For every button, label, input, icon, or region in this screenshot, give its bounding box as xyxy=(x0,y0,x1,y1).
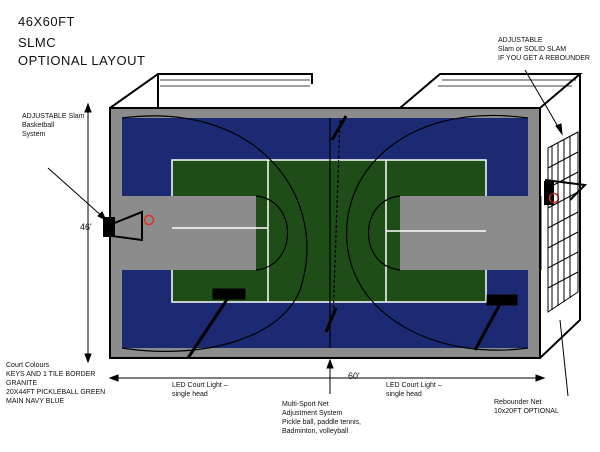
label-adjustable-left-line: ADJUSTABLE Slam xyxy=(22,113,85,120)
net-line xyxy=(324,115,348,333)
label-net-system-line: Adjustment System xyxy=(282,410,343,417)
label-adjustable-left-line: System xyxy=(22,131,46,138)
label-adjustable-right: ADJUSTABLE Slam or SOLID SLAM IF YOU GET… xyxy=(498,36,598,63)
label-adjustable-right-line: ADJUSTABLE xyxy=(498,37,543,44)
label-net-system-line: Multi-Sport Net xyxy=(282,401,329,408)
label-court-colours-line: Court Colours xyxy=(6,362,50,369)
pickleball-lines xyxy=(172,160,486,302)
basketball-lines xyxy=(121,114,529,352)
label-court-colours: Court Colours KEYS AND 1 TILE BORDER GRA… xyxy=(6,361,146,406)
led-light-left xyxy=(186,288,246,359)
label-net-system-line: Badminton, volleyball xyxy=(282,428,349,435)
label-led-right: LED Court Light – single head xyxy=(386,381,486,399)
enclosure-front xyxy=(109,108,541,359)
label-adjustable-right-line: Slam or SOLID SLAM xyxy=(498,46,567,53)
dimension-arrows xyxy=(84,102,546,382)
label-rebounder-line: 10x20FT OPTIONAL xyxy=(494,408,559,415)
title-line-1: 46X60FT xyxy=(18,14,75,29)
label-led-left-line: single head xyxy=(172,391,208,398)
label-led-right-line: single head xyxy=(386,391,422,398)
label-court-colours-line: 20X44FT PICKLEBALL GREEN xyxy=(6,389,106,396)
back-fence-mesh xyxy=(160,79,576,87)
title-line-3: OPTIONAL LAYOUT xyxy=(18,53,146,68)
title-line-2: SLMC xyxy=(18,35,57,50)
left-key-granite xyxy=(110,196,256,270)
dimension-length-label: 60' xyxy=(348,371,360,381)
label-adjustable-left-line: Basketball xyxy=(22,122,55,129)
label-adjustable-right-line: IF YOU GET A REBOUNDER xyxy=(498,55,590,62)
label-rebounder: Rebounder Net 10x20FT OPTIONAL xyxy=(494,398,594,416)
label-net-system-line: Pickle ball, paddle tennis, xyxy=(282,419,361,426)
label-led-left: LED Court Light – single head xyxy=(172,381,272,399)
led-light-right xyxy=(473,294,518,351)
rebounder-net xyxy=(547,131,579,313)
right-key-granite xyxy=(400,196,542,270)
label-led-left-line: LED Court Light – xyxy=(172,382,228,389)
label-net-system: Multi-Sport Net Adjustment System Pickle… xyxy=(282,400,402,436)
callout-lines xyxy=(47,69,569,397)
label-rebounder-line: Rebounder Net xyxy=(494,399,542,406)
label-court-colours-line: KEYS AND 1 TILE BORDER xyxy=(6,371,96,378)
label-court-colours-line: MAIN NAVY BLUE xyxy=(6,398,65,405)
dimension-width-label: 46' xyxy=(80,222,92,232)
label-adjustable-left: ADJUSTABLE Slam Basketball System xyxy=(22,112,102,139)
label-court-colours-line: GRANITE xyxy=(6,380,38,387)
label-led-right-line: LED Court Light – xyxy=(386,382,442,389)
